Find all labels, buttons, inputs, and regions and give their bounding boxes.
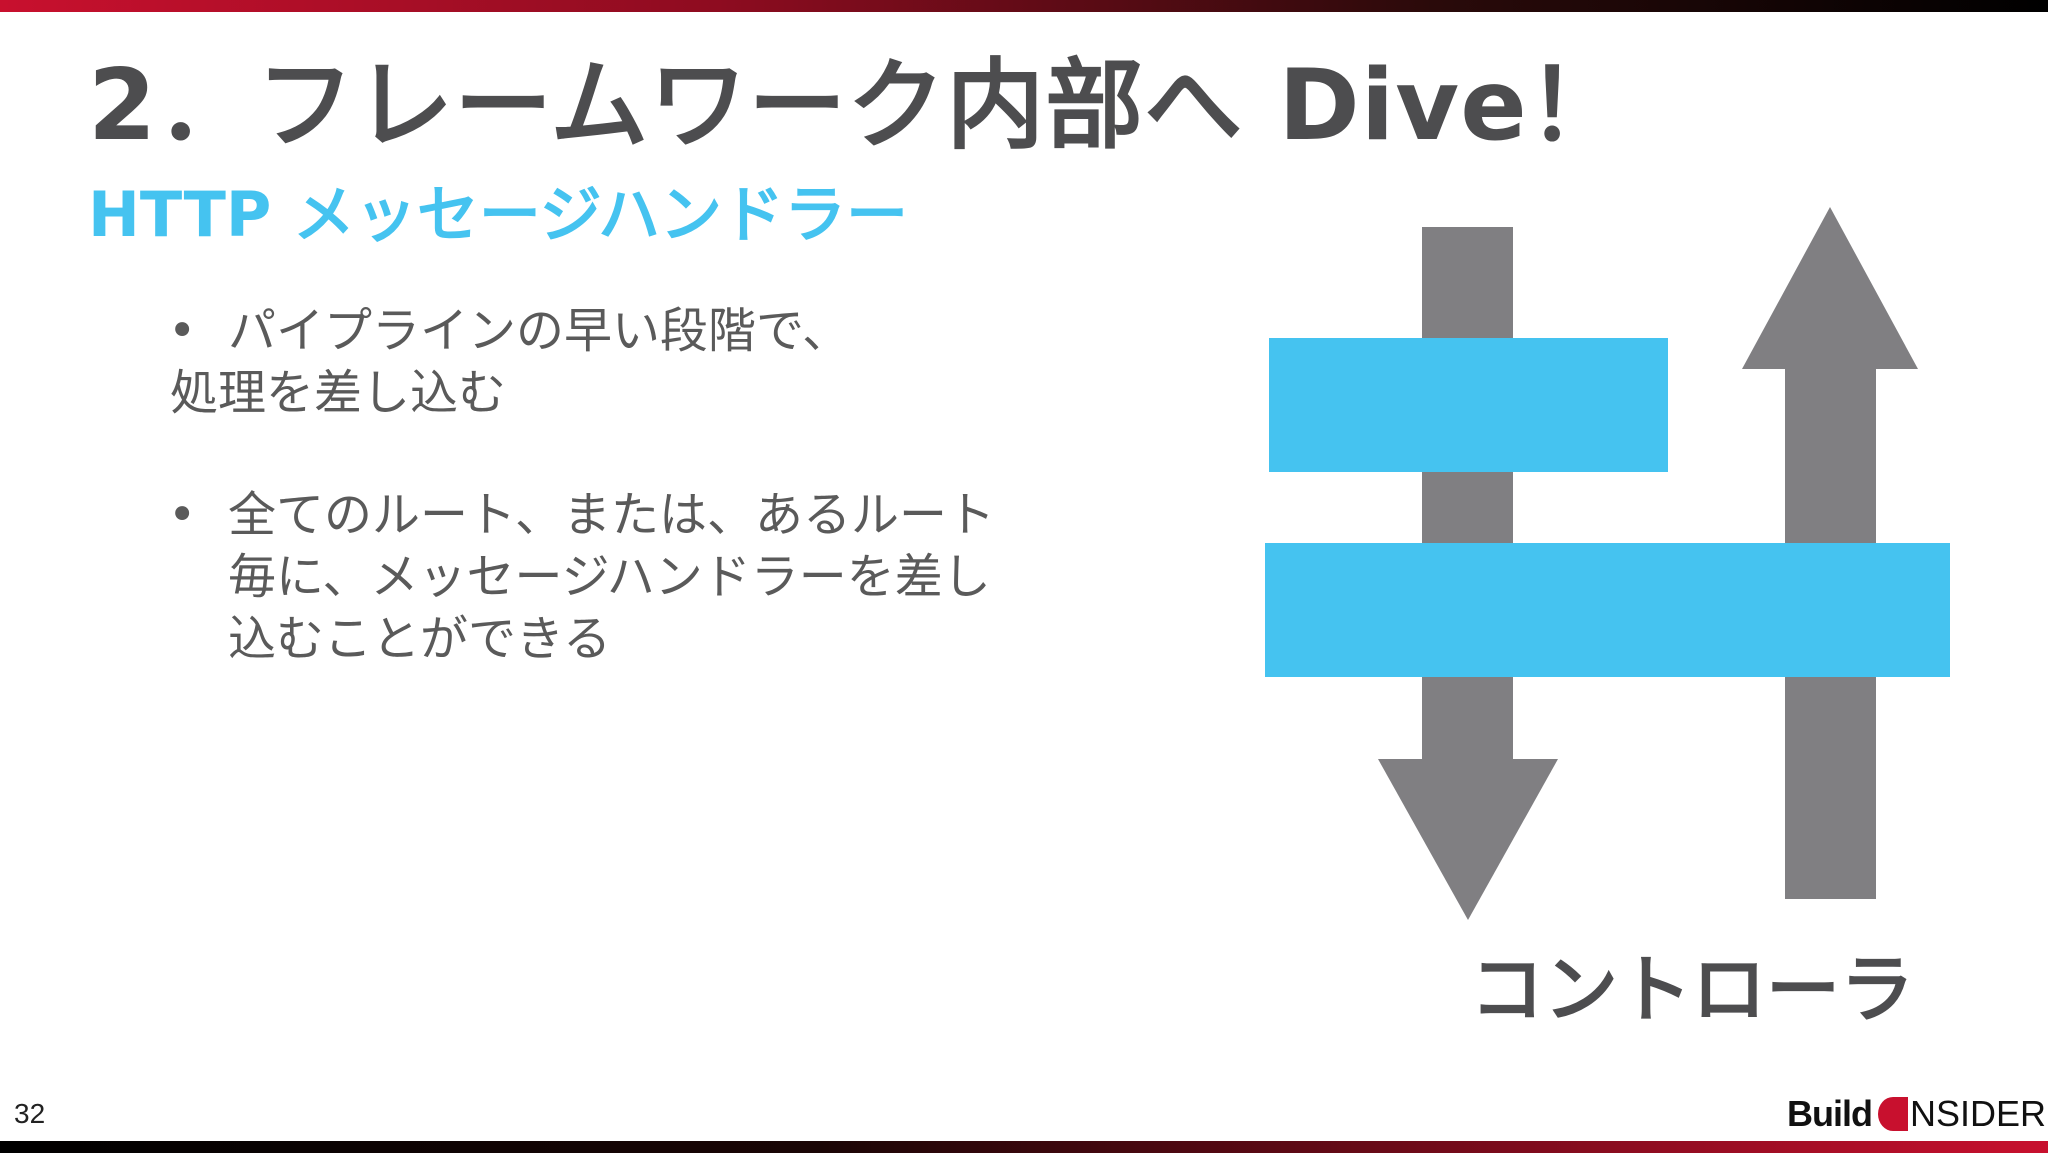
- bullet-marker: •: [168, 487, 197, 543]
- bullet-line: 全てのルート、または、あるルート: [228, 487, 996, 543]
- bullet-item: • パイプラインの早い段階で、 処理を差し込む: [168, 300, 1068, 424]
- logo-mark-icon: [1877, 1097, 1908, 1131]
- slide-title: 2．フレームワーク内部へ Dive！: [88, 49, 1627, 163]
- handler-bar-bottom: [1265, 543, 1950, 677]
- bullet-line: 毎に、メッセージハンドラーを差し: [228, 549, 991, 605]
- bullet-item: • 全てのルート、または、あるルート 毎に、メッセージハンドラーを差し 込むこと…: [168, 484, 1068, 670]
- bottom-accent-bar: [0, 1141, 2048, 1153]
- bullet-line: パイプラインの早い段階で、: [228, 303, 851, 359]
- logo-insider-text: NSIDER: [1909, 1093, 2047, 1134]
- bullet-list: • パイプラインの早い段階で、 処理を差し込む • 全てのルート、または、あるル…: [168, 300, 1068, 730]
- top-accent-bar: [0, 0, 2048, 12]
- bullet-line: 込むことができる: [228, 611, 612, 667]
- handler-bar-top: [1269, 338, 1668, 472]
- page-number: 32: [14, 1098, 46, 1129]
- logo-build-text: Build: [1787, 1093, 1873, 1134]
- slide-subtitle: HTTP メッセージハンドラー: [88, 178, 908, 251]
- bullet-line: 処理を差し込む: [170, 365, 507, 421]
- bullet-marker: •: [168, 303, 197, 359]
- build-insider-logo: Build NSIDER: [1787, 1092, 2046, 1136]
- message-handler-diagram: [1265, 207, 1950, 920]
- controller-label: コントローラ: [1470, 947, 1914, 1033]
